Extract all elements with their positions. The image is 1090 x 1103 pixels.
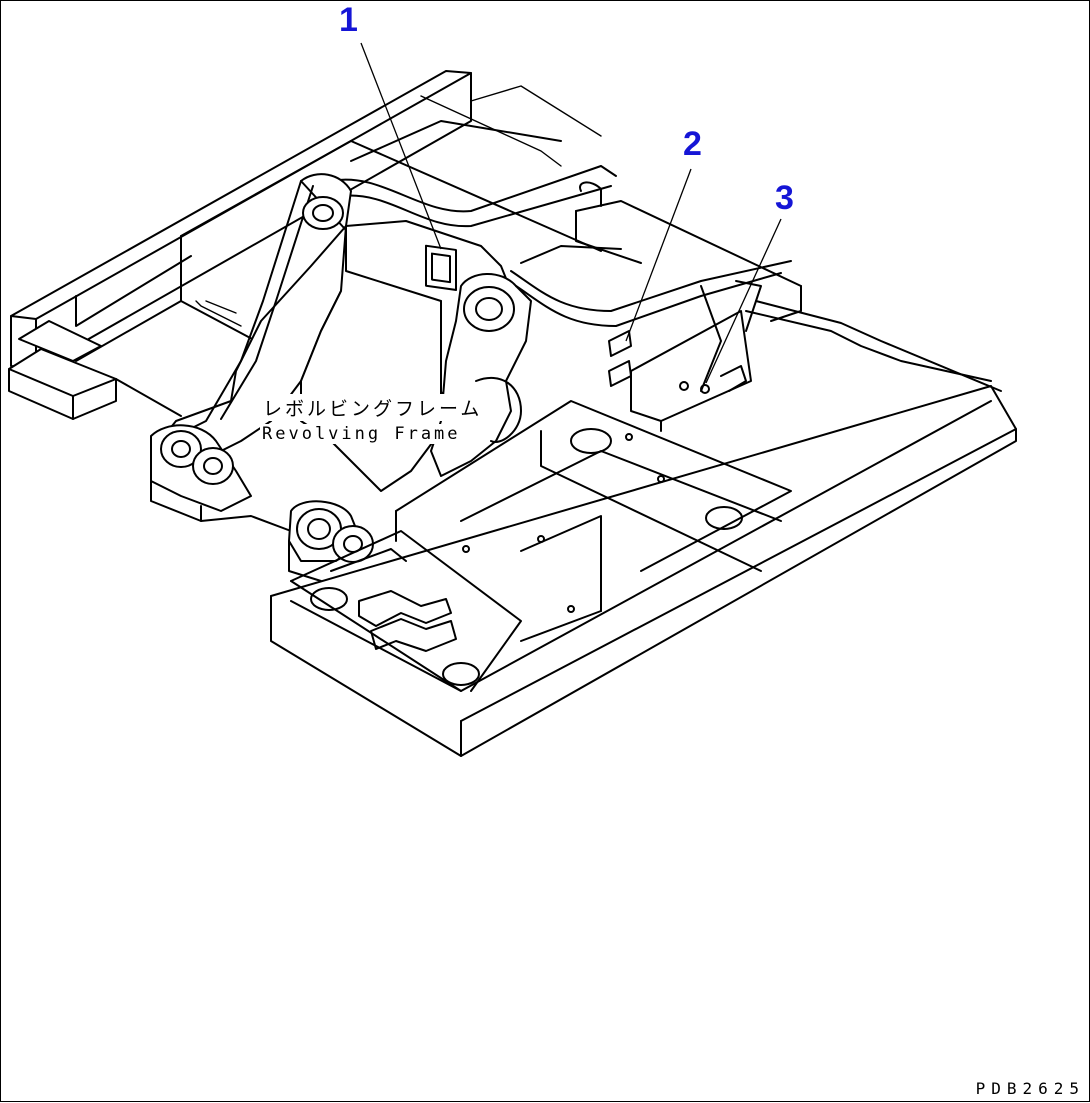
- right-rear-box: [630, 280, 1002, 432]
- top-pipe: [330, 120, 617, 228]
- part-label-japanese: レボルビングフレーム: [261, 394, 485, 421]
- callout-3: 3: [775, 179, 794, 217]
- leader-lines: [360, 42, 782, 384]
- center-plate: [300, 220, 512, 492]
- clips: [608, 330, 632, 387]
- left-blocks: [8, 320, 117, 420]
- drawing-code: PDB2625: [975, 1079, 1085, 1098]
- part-label-english: Revolving Frame: [260, 424, 463, 444]
- leader-1: [360, 42, 442, 250]
- front-bosses: [150, 424, 374, 582]
- rear-pipe: [510, 181, 802, 327]
- front-box: [290, 530, 522, 692]
- callout-2: 2: [683, 125, 702, 163]
- leader-3: [705, 218, 782, 384]
- leader-2: [625, 168, 692, 342]
- callout-1: 1: [339, 1, 358, 39]
